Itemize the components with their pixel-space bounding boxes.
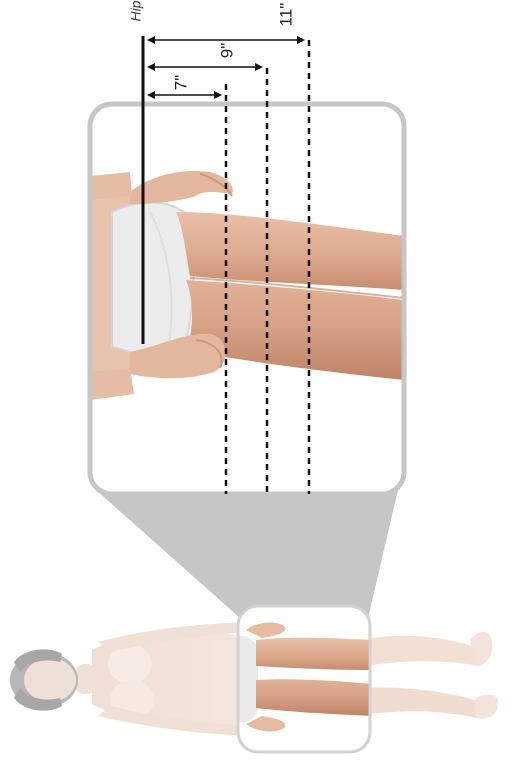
measurement-label-7: 7" [172,75,189,91]
measurement-label-11: 11" [277,3,294,27]
zoomed-hip-view [90,104,404,494]
arrow-9 [147,63,263,71]
zoom-callout [96,490,398,618]
hip-label: Hip [129,0,143,21]
measurement-label-9: 9" [218,43,235,59]
zoomed-region-preview [236,606,372,752]
arrow-7 [147,91,222,99]
